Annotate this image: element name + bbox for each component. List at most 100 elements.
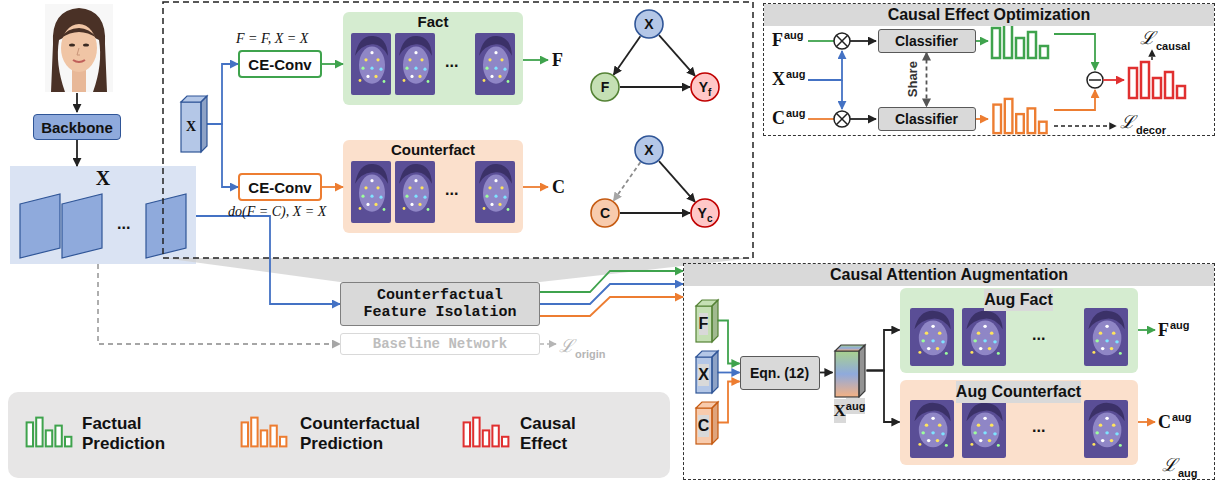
decoration — [8, 392, 670, 478]
graph-node: X — [634, 135, 664, 165]
graph-node: Yc — [690, 198, 720, 228]
decoration — [1054, 34, 1095, 70]
node-text: Classifier — [895, 31, 958, 51]
decoration — [834, 33, 850, 49]
node-text: Eqn. (12) — [750, 363, 809, 383]
decoration — [910, 308, 954, 366]
classifier-box: Classifier — [878, 107, 976, 131]
connector — [207, 124, 238, 187]
label-text: ... — [1032, 418, 1045, 436]
node-text: Baseline Network — [373, 336, 507, 352]
node-text: Aug Fact — [984, 289, 1052, 311]
decoration — [1138, 421, 1155, 423]
label-text: C — [552, 177, 565, 198]
label-text: F — [1158, 320, 1169, 341]
node-text: X — [834, 399, 846, 423]
label-text: ... — [445, 181, 458, 199]
decoration — [343, 140, 523, 233]
decoration — [73, 60, 85, 62]
decoration — [1103, 79, 1124, 81]
node-text: F — [699, 313, 709, 335]
module-group: Causal Effect OptimizationClassifierClas… — [763, 3, 1215, 136]
decoration — [61, 24, 97, 72]
module-group: Causal Attention AugmentationFXCEqn. (12… — [683, 263, 1215, 480]
causal-effect-flow — [808, 22, 1185, 133]
label-text: ... — [117, 215, 130, 233]
decoration — [850, 40, 876, 42]
label-text: ℒ — [559, 333, 574, 357]
decoration — [841, 80, 843, 109]
decoration — [45, 4, 113, 92]
decoration — [976, 118, 988, 120]
index-text: decor — [1136, 124, 1166, 136]
decoration — [808, 40, 834, 42]
decoration — [163, 2, 753, 258]
decoration — [77, 48, 80, 55]
feature-cube: Xaug — [833, 345, 867, 423]
legend-box — [8, 392, 670, 478]
node-text: Fact — [418, 13, 449, 30]
connector — [614, 36, 641, 74]
node-text: f — [708, 87, 711, 98]
decoration — [351, 33, 391, 95]
label-text: C — [1158, 412, 1171, 433]
connector — [322, 186, 343, 188]
counterfact-panel: Aug Counterfact — [900, 380, 1138, 465]
classifier-box: Classifier — [878, 29, 976, 53]
feature-cube: C — [696, 402, 718, 444]
decoration — [808, 118, 834, 120]
graph-node: C — [590, 198, 620, 228]
decoration — [836, 113, 847, 124]
node-text: Y — [699, 79, 708, 95]
decoration — [1138, 329, 1155, 331]
node-text: C — [600, 205, 610, 221]
label-text: C — [772, 108, 785, 129]
connector — [926, 53, 928, 107]
node-text: Causal Effect Optimization — [764, 4, 1214, 26]
zoom-callout — [163, 2, 753, 282]
graph-node: X — [634, 9, 664, 39]
decoration — [910, 400, 954, 458]
connector — [540, 284, 683, 304]
feature-cube: X — [181, 96, 207, 152]
decoration — [976, 40, 988, 42]
decoration — [69, 43, 75, 46]
node-text: Causal Attention Augmentation — [684, 264, 1214, 286]
node-text: C — [698, 415, 710, 437]
label-text: F = F, X = X — [236, 31, 308, 47]
decoration — [1084, 400, 1128, 458]
decoration — [1151, 50, 1153, 60]
node-text: F — [601, 79, 610, 95]
decoration — [850, 118, 876, 120]
decoration — [808, 51, 842, 80]
feature-cube: X — [696, 351, 718, 393]
connector — [76, 140, 78, 166]
conv-box: CE-Conv — [238, 50, 322, 78]
decoration — [62, 194, 102, 258]
input-arrow — [76, 93, 78, 112]
fact-panel: Fact — [343, 12, 523, 105]
legend-text: Counterfactual Prediction — [300, 414, 450, 455]
decoration — [242, 418, 287, 447]
label-text: do(F = C), X = X — [228, 204, 326, 220]
decoration — [836, 35, 847, 46]
decoration — [834, 111, 850, 127]
decoration — [1054, 125, 1116, 127]
conv-box: CE-Conv — [238, 173, 322, 201]
decoration — [1054, 90, 1095, 110]
edge-label: Share — [906, 61, 920, 97]
index-text: origin — [575, 348, 606, 360]
connector — [718, 382, 740, 423]
node-text: c — [707, 213, 713, 224]
index-text: aug — [1170, 319, 1190, 331]
decoration — [523, 59, 548, 61]
backbone-box: Backbone — [33, 114, 121, 140]
decoration — [351, 161, 391, 223]
connector — [196, 216, 340, 304]
baseline-box: Baseline Network — [340, 333, 540, 355]
decoration — [993, 99, 1046, 133]
connector — [718, 372, 740, 374]
label-text: ℒ — [1140, 25, 1155, 49]
